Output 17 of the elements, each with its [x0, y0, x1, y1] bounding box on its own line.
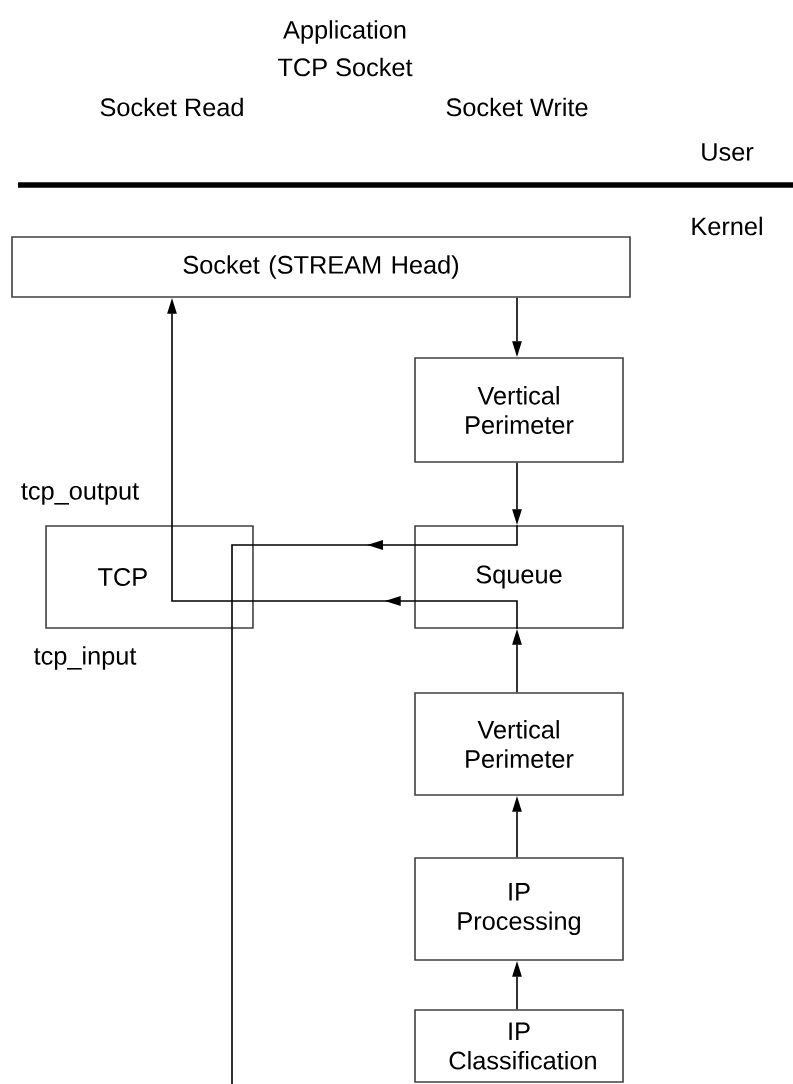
text-label: Application: [283, 20, 406, 44]
process-box: Squeue: [414, 525, 624, 629]
text-label: Kernel: [692, 216, 762, 236]
text-label: Socket Write: [446, 97, 588, 117]
arrow: [252, 596, 518, 630]
process-box: Socket (STREAM Head): [11, 236, 631, 298]
port-label: tcp_output: [21, 483, 139, 505]
text-label: TCP Socket: [278, 57, 413, 77]
process-box: IP Classification: [414, 1009, 624, 1083]
process-box: Vertical Perimeter: [414, 357, 624, 463]
text-label: Socket Read: [100, 97, 243, 117]
port-label: tcp_input: [33, 646, 137, 670]
text-label: User: [702, 143, 754, 161]
process-box: TCP: [45, 525, 254, 629]
arrow: [252, 524, 518, 550]
process-box: Vertical Perimeter: [414, 692, 624, 796]
process-box: IP Processing: [414, 857, 624, 961]
